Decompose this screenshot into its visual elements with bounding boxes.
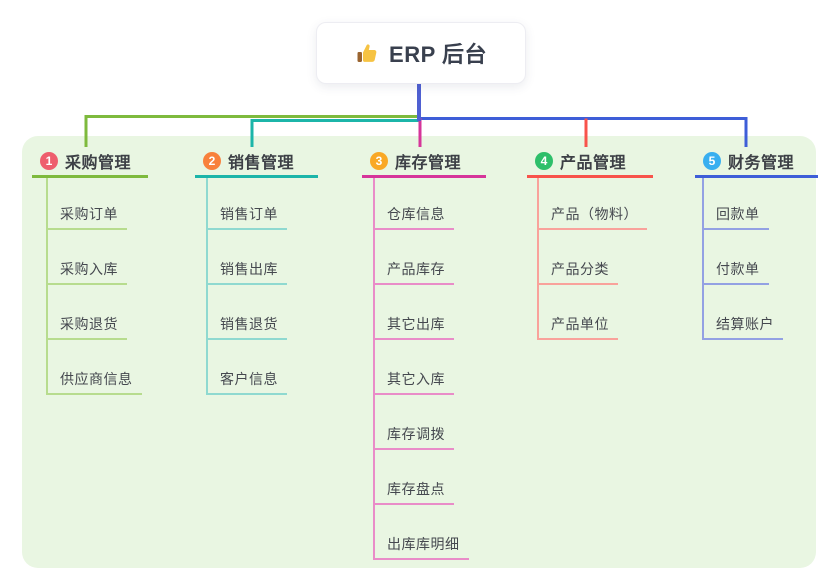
child-node-label: 销售出库 xyxy=(220,261,278,277)
child-node[interactable]: 回款单 xyxy=(704,175,769,230)
thumbs-up-icon xyxy=(355,41,379,65)
child-node[interactable]: 其它出库 xyxy=(375,285,454,340)
branch-children: 采购订单采购入库采购退货供应商信息 xyxy=(46,175,142,395)
child-node-label: 采购入库 xyxy=(60,261,118,277)
child-node-label: 采购订单 xyxy=(60,206,118,222)
child-node-label: 出库库明细 xyxy=(387,536,460,552)
branch-3-title[interactable]: 3 库存管理 xyxy=(362,146,486,178)
child-node[interactable]: 采购订单 xyxy=(48,175,127,230)
child-node[interactable]: 销售退货 xyxy=(208,285,287,340)
branch-children: 回款单付款单结算账户 xyxy=(702,175,783,340)
child-node-label: 结算账户 xyxy=(716,316,774,332)
child-node[interactable]: 销售订单 xyxy=(208,175,287,230)
child-node-label: 采购退货 xyxy=(60,316,118,332)
child-node[interactable]: 产品分类 xyxy=(539,230,618,285)
child-node-label: 库存调拨 xyxy=(387,426,445,442)
child-node[interactable]: 付款单 xyxy=(704,230,769,285)
child-node[interactable]: 产品（物料） xyxy=(539,175,647,230)
branch-title-label: 财务管理 xyxy=(728,154,795,172)
child-node[interactable]: 出库库明细 xyxy=(375,505,469,560)
child-node[interactable]: 销售出库 xyxy=(208,230,287,285)
child-node-label: 其它出库 xyxy=(387,316,445,332)
child-node[interactable]: 其它入库 xyxy=(375,340,454,395)
branch-children: 仓库信息产品库存其它出库其它入库库存调拨库存盘点出库库明细 xyxy=(373,175,469,560)
branch-number-badge: 3 xyxy=(370,151,388,170)
root-node[interactable]: ERP 后台 xyxy=(316,22,526,84)
branch-title-label: 销售管理 xyxy=(228,154,295,172)
child-node-label: 产品（物料） xyxy=(551,206,638,222)
child-node[interactable]: 库存盘点 xyxy=(375,450,454,505)
branch-title-label: 采购管理 xyxy=(65,154,132,172)
child-node[interactable]: 采购退货 xyxy=(48,285,127,340)
branch-2-title[interactable]: 2 销售管理 xyxy=(195,146,318,178)
branch-number-badge: 5 xyxy=(703,151,721,170)
child-node-label: 其它入库 xyxy=(387,371,445,387)
child-node[interactable]: 仓库信息 xyxy=(375,175,454,230)
branch-5-title[interactable]: 5 财务管理 xyxy=(695,146,818,178)
child-node[interactable]: 产品库存 xyxy=(375,230,454,285)
branch-number-badge: 1 xyxy=(40,151,58,170)
child-node-label: 付款单 xyxy=(716,261,760,277)
child-node-label: 产品库存 xyxy=(387,261,445,277)
child-node-label: 供应商信息 xyxy=(60,371,133,387)
child-node-label: 产品分类 xyxy=(551,261,609,277)
child-node[interactable]: 供应商信息 xyxy=(48,340,142,395)
root-label: ERP 后台 xyxy=(389,42,487,67)
branch-1-title[interactable]: 1 采购管理 xyxy=(32,146,148,178)
child-node-label: 客户信息 xyxy=(220,371,278,387)
child-node[interactable]: 库存调拨 xyxy=(375,395,454,450)
branch-number-badge: 4 xyxy=(535,151,553,170)
child-node[interactable]: 采购入库 xyxy=(48,230,127,285)
child-node-label: 仓库信息 xyxy=(387,206,445,222)
branch-number-badge: 2 xyxy=(203,151,221,170)
child-node-label: 产品单位 xyxy=(551,316,609,332)
child-node-label: 回款单 xyxy=(716,206,760,222)
child-node[interactable]: 结算账户 xyxy=(704,285,783,340)
child-node[interactable]: 产品单位 xyxy=(539,285,618,340)
child-node[interactable]: 客户信息 xyxy=(208,340,287,395)
branches-panel xyxy=(22,136,816,568)
branch-4-title[interactable]: 4 产品管理 xyxy=(527,146,653,178)
branch-children: 产品（物料） 产品分类产品单位 xyxy=(537,175,647,340)
branch-title-label: 库存管理 xyxy=(395,154,462,172)
branch-title-label: 产品管理 xyxy=(560,154,627,172)
child-node-label: 销售订单 xyxy=(220,206,278,222)
branch-children: 销售订单销售出库销售退货客户信息 xyxy=(206,175,287,395)
child-node-label: 销售退货 xyxy=(220,316,278,332)
child-node-label: 库存盘点 xyxy=(387,481,445,497)
